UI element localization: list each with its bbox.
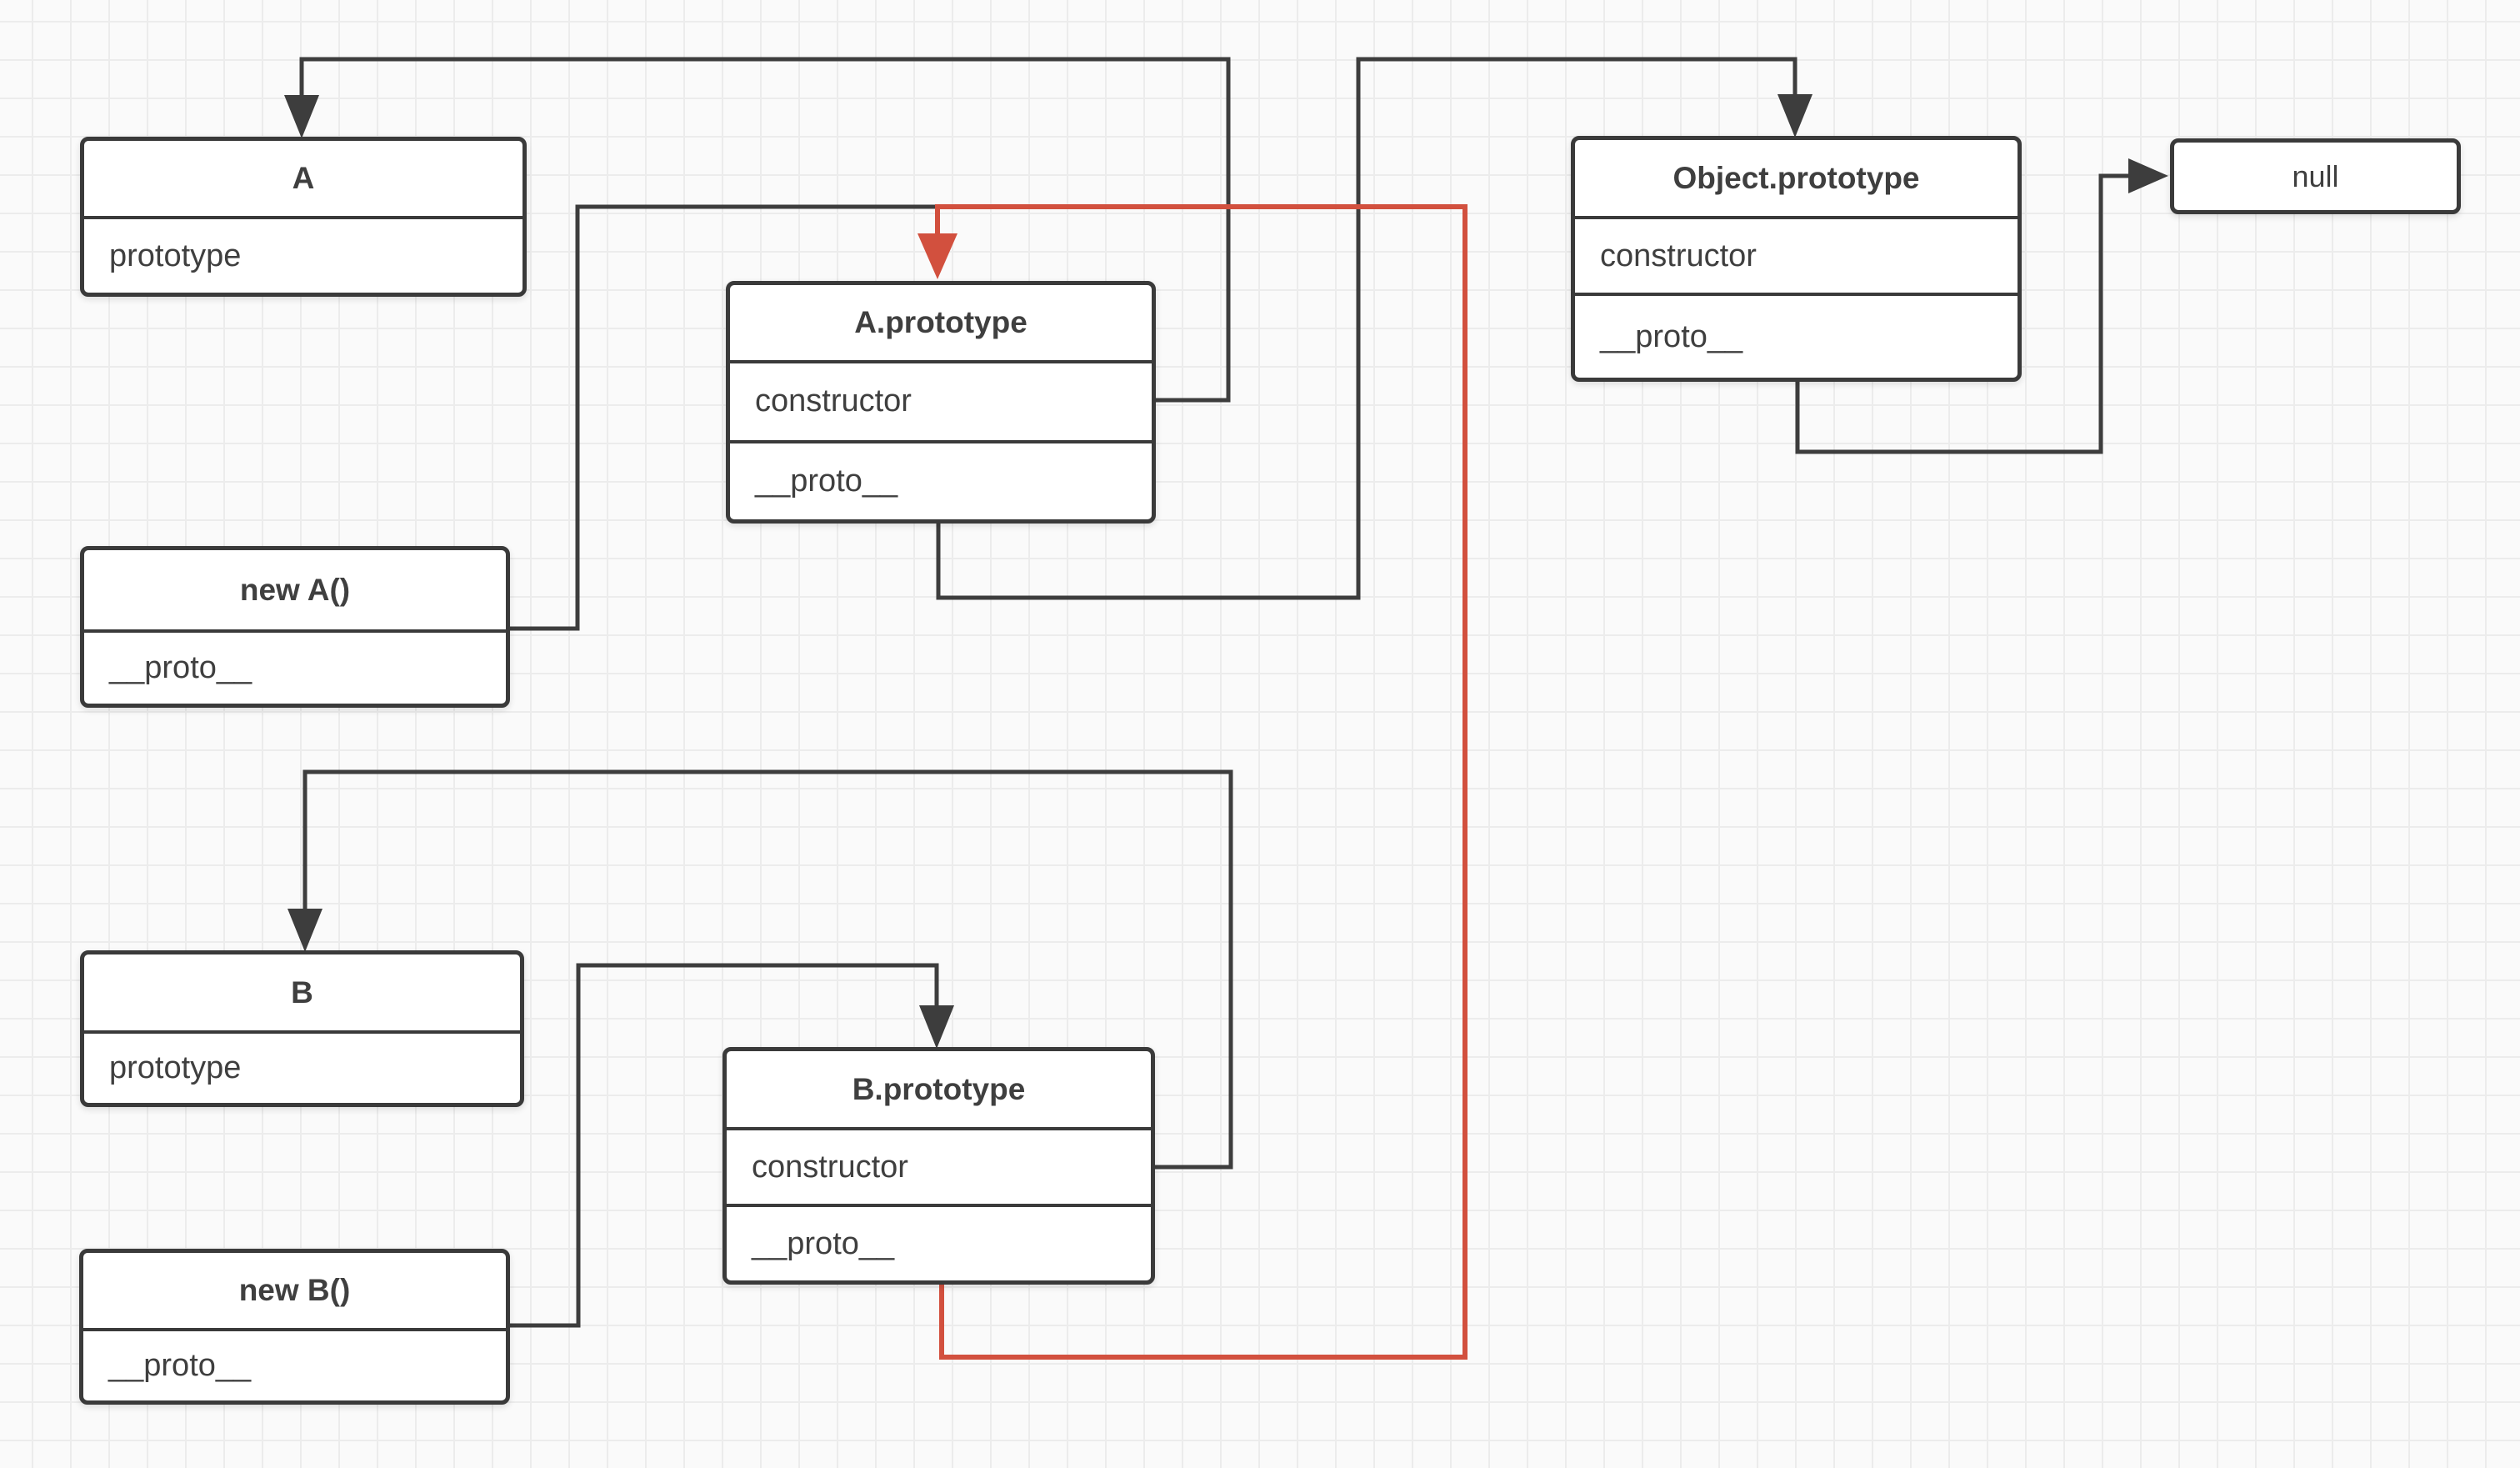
- node-a-prototype[interactable]: A.prototype constructor __proto__: [726, 281, 1156, 524]
- node-a-prototype-row-constructor: constructor: [730, 360, 1152, 440]
- node-object-prototype[interactable]: Object.prototype constructor __proto__: [1571, 136, 2022, 382]
- node-a-prototype-row-proto: __proto__: [730, 439, 1152, 520]
- node-null-label: null: [2292, 158, 2339, 193]
- node-null[interactable]: null: [2170, 138, 2461, 214]
- arrowhead-into-a: [284, 95, 319, 138]
- node-new-a-row-proto: __proto__: [84, 629, 506, 704]
- node-b-prototype-row-proto: __proto__: [727, 1204, 1151, 1280]
- node-b-prototype[interactable]: B.prototype constructor __proto__: [722, 1047, 1155, 1285]
- arrowhead-into-object-prototype: [1778, 94, 1812, 138]
- arrowhead-into-b-prototype: [919, 1005, 954, 1049]
- node-new-a-title: new A(): [239, 572, 351, 607]
- node-a-prototype-title: A.prototype: [854, 305, 1028, 339]
- node-a[interactable]: A prototype: [80, 137, 527, 297]
- node-b-prototype-row-constructor: constructor: [727, 1127, 1151, 1204]
- node-new-b[interactable]: new B() __proto__: [79, 1249, 510, 1405]
- node-b-row-prototype: prototype: [84, 1030, 520, 1103]
- node-object-prototype-row-constructor: constructor: [1575, 216, 2018, 293]
- node-b-title: B: [291, 974, 313, 1010]
- arrowhead-into-b: [288, 909, 322, 952]
- node-a-title: A: [292, 161, 315, 195]
- node-a-row-prototype: prototype: [84, 216, 522, 293]
- arrowhead-into-a-prototype: [918, 233, 958, 279]
- node-b-prototype-title: B.prototype: [852, 1071, 1026, 1106]
- node-new-b-title: new B(): [238, 1273, 351, 1307]
- node-new-b-row-proto: __proto__: [83, 1328, 506, 1400]
- node-new-a[interactable]: new A() __proto__: [80, 546, 510, 708]
- node-b[interactable]: B prototype: [80, 950, 524, 1107]
- arrowhead-into-null: [2128, 158, 2168, 193]
- node-object-prototype-row-proto: __proto__: [1575, 293, 2018, 378]
- node-object-prototype-title: Object.prototype: [1672, 160, 1920, 195]
